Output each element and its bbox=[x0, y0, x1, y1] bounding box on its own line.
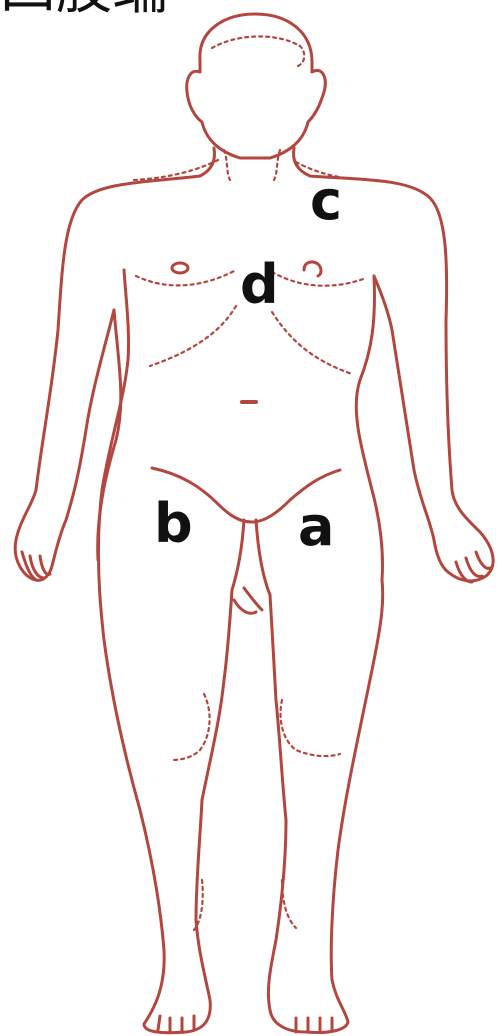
clavicle-left-dotted bbox=[134, 160, 218, 180]
left-foot-toes bbox=[158, 1016, 194, 1032]
left-knee-dotted bbox=[172, 694, 210, 760]
label-b: b bbox=[154, 497, 193, 551]
label-a: a bbox=[298, 500, 334, 554]
right-ankle-dotted bbox=[282, 880, 296, 928]
head-outline bbox=[187, 14, 326, 158]
left-leg-outer bbox=[104, 640, 210, 1033]
right-knee-dotted bbox=[281, 700, 340, 756]
right-nipple bbox=[304, 262, 321, 276]
rib-right-dotted bbox=[272, 312, 352, 374]
right-leg-inner bbox=[270, 595, 286, 820]
label-d: d bbox=[240, 258, 279, 312]
crotch-line bbox=[232, 520, 270, 595]
label-c: c bbox=[310, 174, 342, 228]
hairline-dotted bbox=[212, 36, 304, 66]
crotch-hairline bbox=[234, 588, 262, 613]
rib-left-dotted bbox=[150, 306, 236, 366]
right-inner-arm bbox=[356, 276, 382, 580]
left-nipple bbox=[172, 263, 188, 273]
right-shoulder-arm bbox=[310, 176, 493, 581]
left-torso-side bbox=[98, 270, 128, 640]
left-inner-arm bbox=[98, 310, 121, 560]
right-foot-toes bbox=[296, 1018, 332, 1032]
left-leg-inner bbox=[202, 590, 232, 800]
